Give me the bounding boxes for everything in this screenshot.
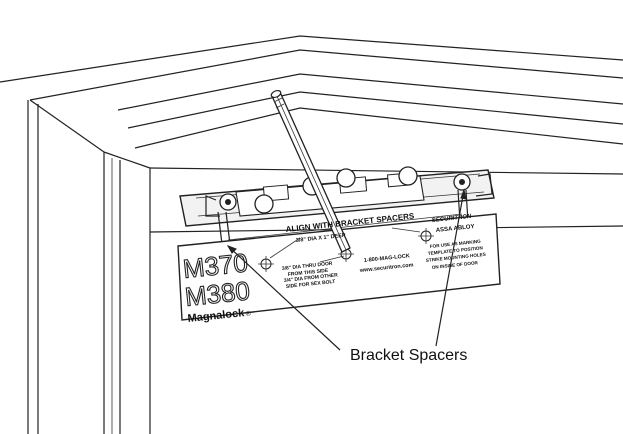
bracket-spacer-left	[217, 211, 231, 245]
drill-spec-2-line-4: SIDE FOR SEX BOLT	[286, 279, 336, 290]
model-m380: M380	[183, 275, 251, 312]
website: www.securitron.com	[359, 262, 414, 274]
instructions-line-4: ON INSIDE OF DOOR	[432, 260, 479, 270]
drill-spec-2: 3/8" DIA THRU DOOR FROM THIS SIDE 3/4" D…	[282, 261, 339, 290]
model-m370: M370	[181, 247, 249, 284]
callout-bracket-spacers: Bracket Spacers	[350, 347, 467, 364]
drill-bit	[270, 89, 351, 253]
callout-arrow-left	[226, 245, 341, 351]
leader-drill-spec-2	[319, 255, 345, 263]
leader-right	[391, 227, 421, 233]
instructions: FOR USE AS MARKING TEMPLATE TO POSITION …	[426, 239, 486, 270]
logo-securitron: SECURITRON	[432, 214, 473, 224]
phone-number: 1-800-MAG-LOCK	[364, 253, 411, 264]
leader-drill-spec-1	[269, 237, 301, 259]
drill-spec-2-line-3: 3/4" DIA FROM OTHER	[284, 272, 339, 284]
logo-assa-abloy: ASSA ABLOY	[436, 224, 475, 234]
crosshair-right	[418, 228, 434, 244]
instructions-line-2: TEMPLATE TO POSITION	[428, 245, 484, 256]
instructions-line-3: STRIKE MOUNTING HOLES	[426, 252, 486, 263]
frame-header	[0, 35, 623, 175]
frame-jamb	[27, 100, 151, 434]
crosshair-left	[258, 256, 274, 272]
drill-spec-2-line-1: 3/8" DIA THRU DOOR	[282, 261, 334, 272]
drill-spec-1: 3/8" DIA X 1" DEEP	[296, 233, 347, 244]
paper-template	[177, 213, 501, 321]
drill-spec-2-line-2: FROM THIS SIDE	[288, 268, 330, 278]
instructions-line-1: FOR USE AS MARKING	[430, 239, 482, 249]
callout-arrow-right	[435, 188, 467, 347]
brand-registered-mark: ®	[245, 309, 252, 318]
